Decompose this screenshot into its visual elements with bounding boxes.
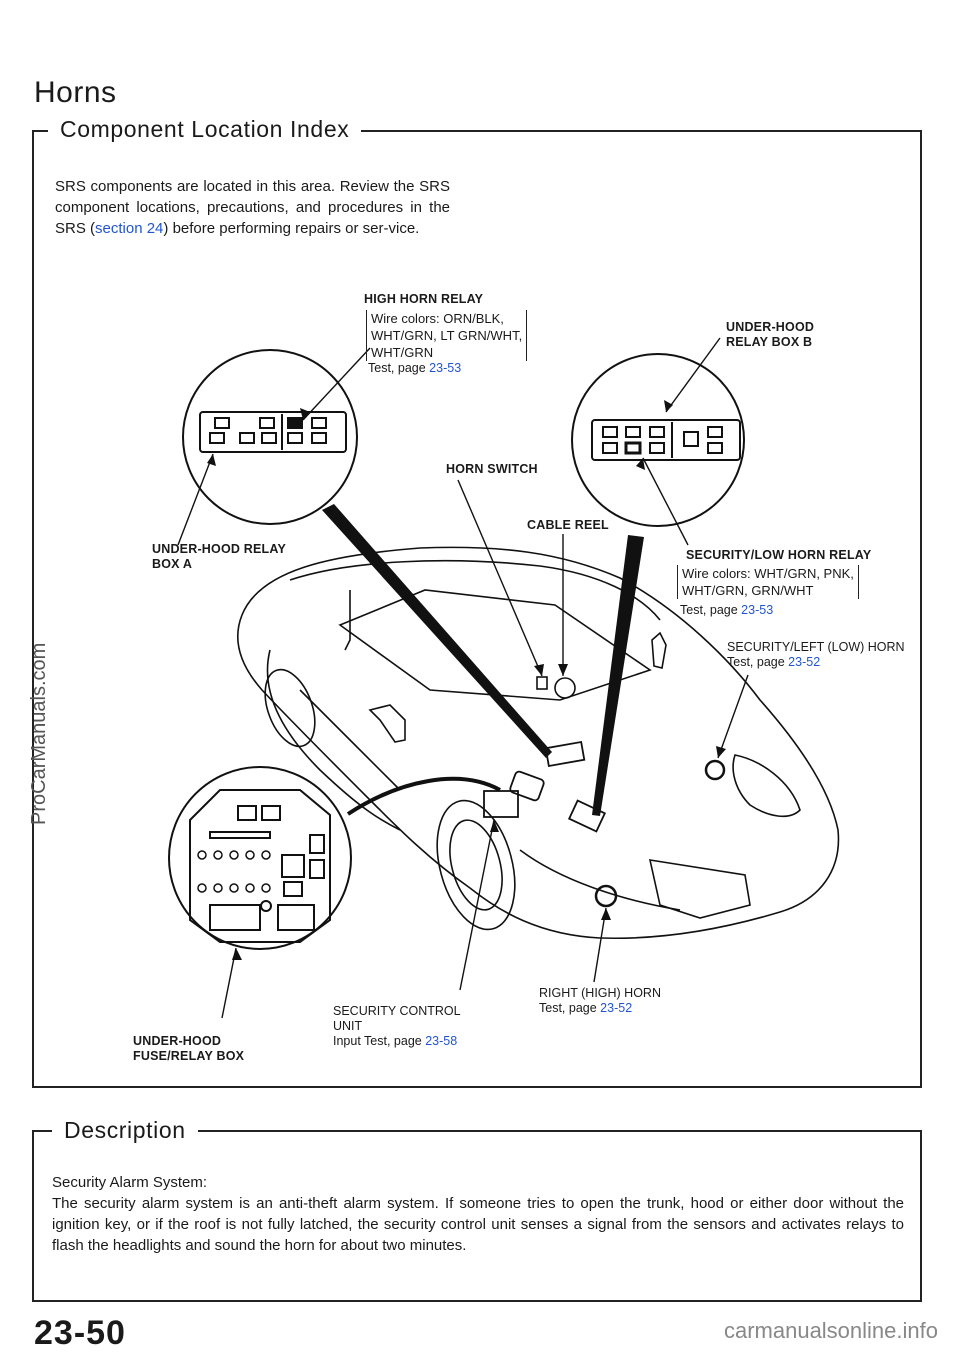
test-page-label: Input Test, page <box>333 1034 422 1048</box>
cable-reel-label: CABLE REEL <box>527 518 609 532</box>
srs-intro-text: SRS components are located in this area.… <box>55 176 450 239</box>
test-page-label: Test, page <box>539 1001 597 1015</box>
test-page-label: Test, page <box>368 361 426 375</box>
description-body: The security alarm system is an anti-the… <box>52 1195 904 1254</box>
security-control-unit-test: Input Test, page 23-58 <box>333 1034 461 1049</box>
right-high-horn-label: RIGHT (HIGH) HORN Test, page 23-52 <box>539 986 661 1016</box>
security-low-horn-relay-test: Test, page 23-53 <box>680 603 773 618</box>
wire-colors-line: WHT/GRN, GRN/WHT <box>682 583 814 598</box>
wire-colors-line: Wire colors: WHT/GRN, PNK, <box>682 566 854 581</box>
high-horn-relay-test: Test, page 23-53 <box>368 361 461 376</box>
watermark-bottom: carmanualsonline.info <box>723 1318 938 1343</box>
horn-switch-label: HORN SWITCH <box>446 462 538 476</box>
intro-text-before: SRS components are located in this area.… <box>55 178 450 237</box>
section-24-link[interactable]: section 24 <box>95 220 164 237</box>
test-page-label: Test, page <box>680 603 738 617</box>
intro-text-after: ) before performing repairs or ser-vice. <box>163 220 420 237</box>
page-title: Horns <box>34 76 117 109</box>
location-index-box <box>32 130 922 1088</box>
label-line: UNDER-HOOD <box>133 1034 222 1048</box>
under-hood-relay-box-b-label: UNDER-HOOD RELAY BOX B <box>726 320 814 350</box>
label-line: RELAY BOX B <box>726 335 813 349</box>
security-low-horn-relay-title: SECURITY/LOW HORN RELAY <box>686 548 872 562</box>
test-page-label: Test, page <box>727 655 785 669</box>
label-line: FUSE/RELAY BOX <box>133 1049 245 1063</box>
security-low-horn-relay-wire-colors: Wire colors: WHT/GRN, PNK, WHT/GRN, GRN/… <box>677 565 859 599</box>
description-text: Security Alarm System: The security alar… <box>52 1172 904 1256</box>
label-line: UNDER-HOOD RELAY <box>152 542 286 556</box>
location-index-heading: Component Location Index <box>48 116 362 143</box>
security-left-low-horn-label: SECURITY/LEFT (LOW) HORN Test, page 23-5… <box>727 640 905 670</box>
relay-box-b-icon <box>571 353 745 527</box>
label-line: BOX A <box>152 557 193 571</box>
label-line: RIGHT (HIGH) HORN <box>539 986 661 1000</box>
high-horn-relay-wire-colors: Wire colors: ORN/BLK, WHT/GRN, LT GRN/WH… <box>366 310 528 361</box>
label-line: UNDER-HOOD <box>726 320 815 334</box>
wire-colors-line: Wire colors: ORN/BLK, <box>371 311 504 326</box>
high-horn-relay-title: HIGH HORN RELAY <box>364 292 484 306</box>
test-page-link[interactable]: 23-53 <box>429 361 462 375</box>
test-page-link[interactable]: 23-58 <box>425 1034 458 1048</box>
wire-colors-line: WHT/GRN <box>371 345 434 360</box>
description-heading: Description <box>52 1117 198 1144</box>
description-subheading: Security Alarm System: <box>52 1174 208 1191</box>
relay-box-a-icon <box>182 349 358 525</box>
page-number: 23-50 <box>34 1314 126 1352</box>
security-left-low-horn-test: Test, page 23-52 <box>727 655 905 670</box>
right-high-horn-test: Test, page 23-52 <box>539 1001 661 1016</box>
description-box <box>32 1130 922 1302</box>
watermark-side: ProCarManuals.com <box>28 642 50 825</box>
security-control-unit-label: SECURITY CONTROL UNIT Input Test, page 2… <box>333 1004 461 1049</box>
test-page-link[interactable]: 23-53 <box>741 603 774 617</box>
wire-colors-line: WHT/GRN, LT GRN/WHT, <box>371 328 523 343</box>
test-page-link[interactable]: 23-52 <box>788 655 821 669</box>
under-hood-fuse-relay-box-label: UNDER-HOOD FUSE/RELAY BOX <box>133 1034 244 1064</box>
under-hood-relay-box-a-label: UNDER-HOOD RELAY BOX A <box>152 542 286 572</box>
fuse-relay-box-icon <box>168 766 352 950</box>
label-line: UNIT <box>333 1019 363 1033</box>
test-page-link[interactable]: 23-52 <box>600 1001 633 1015</box>
label-line: SECURITY/LEFT (LOW) HORN <box>727 640 905 654</box>
label-line: SECURITY CONTROL <box>333 1004 461 1018</box>
